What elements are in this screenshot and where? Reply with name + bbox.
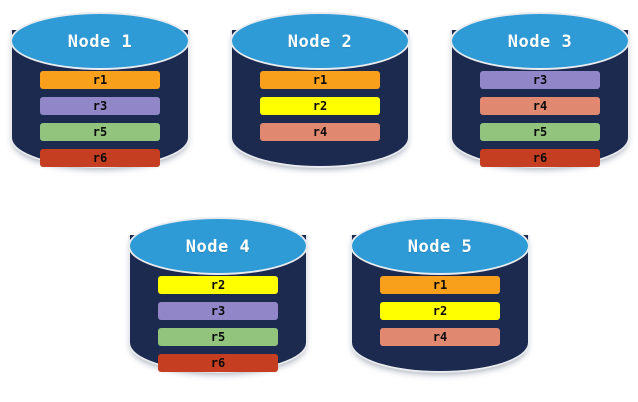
cylinder-top-disc: Node 4 bbox=[128, 217, 308, 275]
replica-bar[interactable]: r3 bbox=[158, 302, 278, 320]
replica-bar[interactable]: r6 bbox=[158, 354, 278, 372]
replica-bar[interactable]: r1 bbox=[40, 71, 160, 89]
replica-list: r1 r3 r5 r6 bbox=[40, 71, 160, 167]
node-label: Node 1 bbox=[67, 31, 133, 52]
replica-bar[interactable]: r4 bbox=[480, 97, 600, 115]
replica-bar[interactable]: r3 bbox=[480, 71, 600, 89]
replica-bar[interactable]: r6 bbox=[40, 149, 160, 167]
replica-bar[interactable]: r2 bbox=[260, 97, 380, 115]
replica-bar[interactable]: r1 bbox=[260, 71, 380, 89]
node-label: Node 2 bbox=[287, 31, 353, 52]
replica-bar[interactable]: r3 bbox=[40, 97, 160, 115]
replica-bar[interactable]: r2 bbox=[380, 302, 500, 320]
replica-list: r2 r3 r5 r6 bbox=[158, 276, 278, 372]
cylinder-top-disc: Node 1 bbox=[10, 12, 190, 70]
replica-bar[interactable]: r4 bbox=[380, 328, 500, 346]
replica-bar[interactable]: r5 bbox=[480, 123, 600, 141]
cylinder-top-disc: Node 2 bbox=[230, 12, 410, 70]
database-node-1[interactable]: Node 1 r1 r3 r5 r6 bbox=[10, 8, 190, 183]
node-label: Node 5 bbox=[407, 236, 473, 257]
replica-bar[interactable]: r6 bbox=[480, 149, 600, 167]
database-node-2[interactable]: Node 2 r1 r2 r4 bbox=[230, 8, 410, 183]
replica-bar[interactable]: r5 bbox=[40, 123, 160, 141]
node-label: Node 3 bbox=[507, 31, 573, 52]
database-node-3[interactable]: Node 3 r3 r4 r5 r6 bbox=[450, 8, 630, 183]
replica-bar[interactable]: r2 bbox=[158, 276, 278, 294]
replica-list: r1 r2 r4 bbox=[380, 276, 500, 346]
replica-bar[interactable]: r4 bbox=[260, 123, 380, 141]
database-node-5[interactable]: Node 5 r1 r2 r4 bbox=[350, 213, 530, 388]
database-node-4[interactable]: Node 4 r2 r3 r5 r6 bbox=[128, 213, 308, 388]
replica-list: r1 r2 r4 bbox=[260, 71, 380, 141]
replica-bar[interactable]: r1 bbox=[380, 276, 500, 294]
replica-list: r3 r4 r5 r6 bbox=[480, 71, 600, 167]
cylinder-top-disc: Node 3 bbox=[450, 12, 630, 70]
node-label: Node 4 bbox=[185, 236, 251, 257]
replica-bar[interactable]: r5 bbox=[158, 328, 278, 346]
cylinder-top-disc: Node 5 bbox=[350, 217, 530, 275]
